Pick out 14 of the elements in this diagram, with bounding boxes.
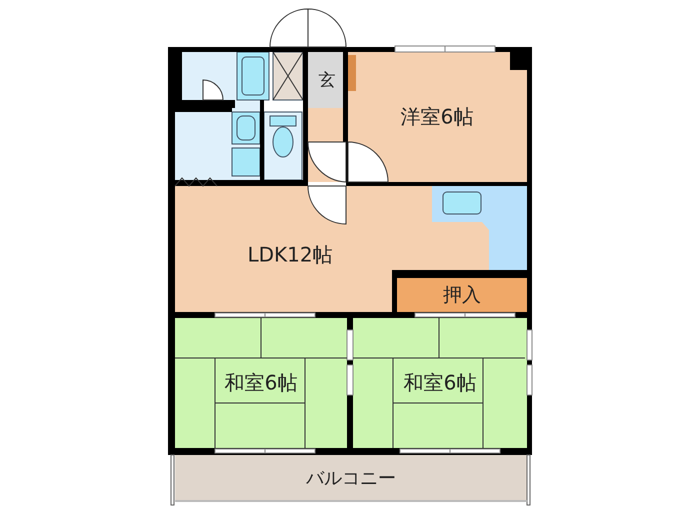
room-label: 押入 [443,283,481,308]
room [175,186,392,312]
room-label: 玄 [318,70,336,92]
room [397,278,527,312]
room [308,52,346,108]
room [353,318,527,448]
room-label: LDK12帖 [247,242,333,268]
balcony-area [175,455,527,500]
room [175,318,347,448]
room-label: 和室6帖 [224,370,298,396]
room-label: バルコニー [306,467,396,490]
room-label: 和室6帖 [404,370,476,396]
room-label: 洋室6帖 [400,104,474,130]
room [348,52,527,182]
